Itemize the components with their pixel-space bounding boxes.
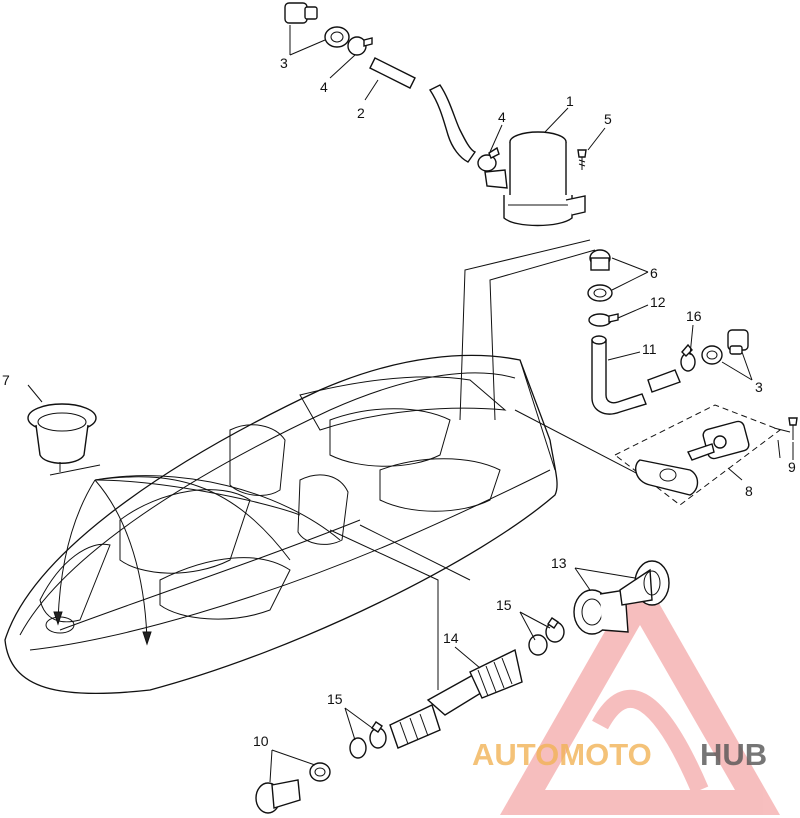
- boat-hull: [4, 354, 558, 695]
- callout-4-top: 4: [320, 79, 328, 95]
- callout-labels: 1 2 3 4 4 5 6 12 11 16 3 8 9 7 13 15 14 …: [2, 55, 796, 749]
- callout-5: 5: [604, 111, 612, 127]
- callout-11: 11: [642, 341, 657, 357]
- part-3-fitting-top: [284, 2, 350, 48]
- callout-1: 1: [566, 93, 574, 109]
- part-2-hose: [369, 57, 477, 163]
- part-1-bilge-pump: [484, 131, 586, 227]
- part-16-clamp: [680, 343, 696, 372]
- part-13-thru-hull: [573, 560, 670, 635]
- callout-9: 9: [788, 459, 796, 475]
- callout-16: 16: [686, 308, 702, 324]
- part-15-clamps-upper: [528, 617, 565, 656]
- watermark-text: AUTOMOTO HUB: [472, 737, 767, 772]
- callout-leaders: [27, 25, 794, 783]
- part-5-screw: [577, 149, 587, 170]
- part-3-fitting-right: [701, 329, 749, 365]
- part-10-fitting: [255, 762, 331, 814]
- callout-15-lower: 15: [327, 691, 343, 707]
- watermark-text-automoto: AUTOMOTO: [472, 737, 652, 772]
- callout-14: 14: [443, 630, 459, 646]
- callout-8: 8: [745, 483, 753, 499]
- callout-13: 13: [551, 555, 567, 571]
- part-11-hose: [591, 335, 681, 415]
- part-4-clamp-pump: [477, 146, 500, 172]
- part-14-hose: [389, 648, 523, 749]
- part-9-screw: [773, 417, 798, 459]
- part-8-drain-plug: [614, 404, 782, 506]
- watermark-logo: [500, 570, 780, 815]
- part-12-clamp: [588, 313, 619, 327]
- leader-lines: [329, 239, 641, 690]
- part-4-clamp-top: [347, 36, 373, 56]
- callout-4-pump: 4: [498, 109, 506, 125]
- part-6-fitting: [587, 249, 613, 302]
- callout-3-top: 3: [280, 55, 288, 71]
- callout-2: 2: [357, 105, 365, 121]
- callout-3-right: 3: [755, 379, 763, 395]
- callout-12: 12: [650, 294, 666, 310]
- callout-15-upper: 15: [496, 597, 512, 613]
- callout-10: 10: [253, 733, 269, 749]
- part-15-clamps-lower: [349, 721, 387, 759]
- callout-6: 6: [650, 265, 658, 281]
- callout-7: 7: [2, 372, 10, 388]
- part-7-cup-holder: [27, 403, 101, 476]
- watermark-text-hub: HUB: [700, 737, 767, 772]
